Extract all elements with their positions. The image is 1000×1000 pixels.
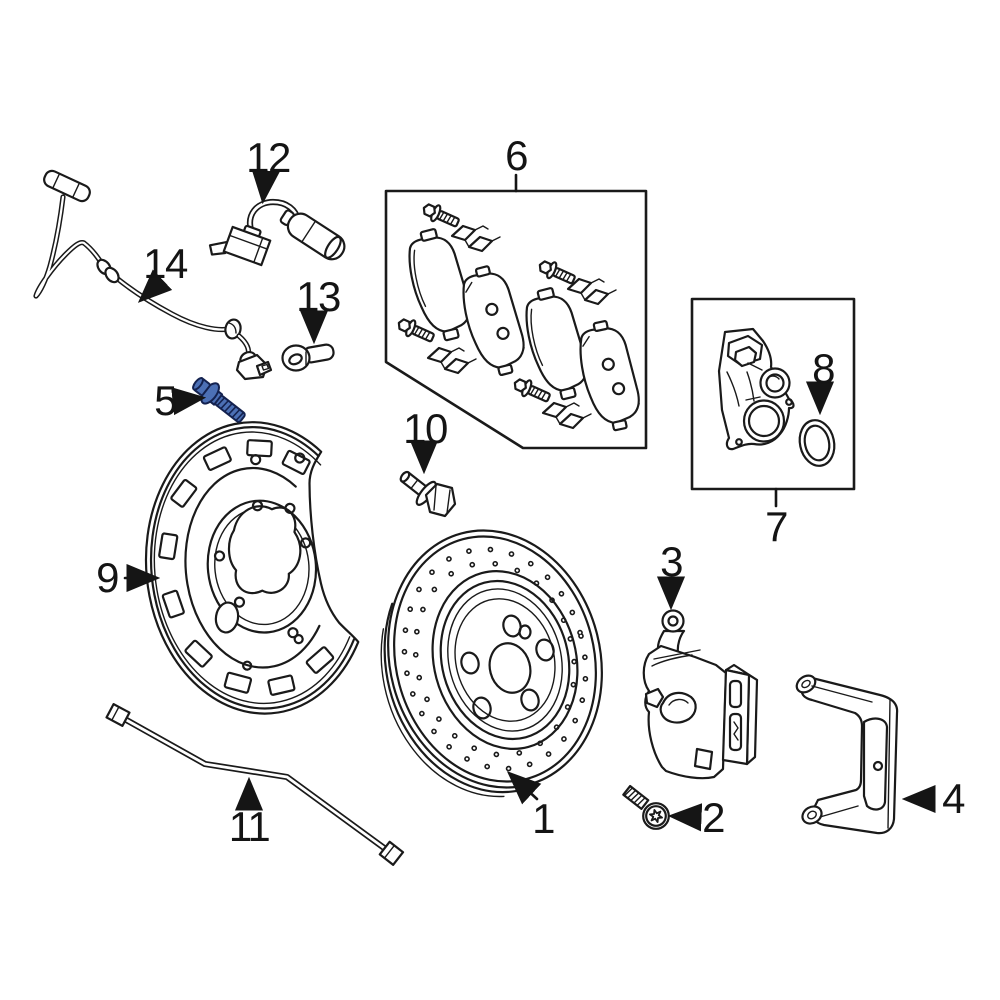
- part-14-abs-sensor-cable: [33, 169, 273, 381]
- part-1-brake-rotor: [380, 529, 603, 798]
- torx-star-icon: [649, 809, 663, 823]
- callout-7: 7: [765, 503, 788, 550]
- callout-2: 2: [702, 794, 725, 841]
- part-11-brake-line: [105, 703, 405, 866]
- part-10-hex-bolt: [399, 470, 457, 518]
- callout-leaders: [123, 169, 936, 832]
- callout-8: 8: [812, 345, 835, 392]
- callout-1: 1: [532, 795, 555, 842]
- shield-vent-slots: [158, 439, 335, 696]
- part-3-brake-caliper: [642, 609, 759, 780]
- callout-5: 5: [154, 377, 177, 424]
- rotor-center-bore: [488, 642, 532, 694]
- part-8-seal-ring: [798, 419, 836, 467]
- callout-11: 11: [228, 803, 271, 850]
- cable-grommet: [104, 266, 120, 284]
- callout-6: 6: [505, 132, 528, 179]
- part-2-set-screw: [622, 784, 670, 830]
- callout-13: 13: [296, 273, 341, 320]
- callout-4: 4: [942, 775, 965, 822]
- part-9-dust-shield: [144, 421, 360, 715]
- part-13-cable-clip: [281, 343, 335, 372]
- callout-14: 14: [143, 240, 188, 287]
- part-12-wear-sensor: [208, 198, 346, 267]
- callout-3: 3: [660, 538, 683, 585]
- callout-12: 12: [246, 134, 291, 181]
- cable-eyelet: [224, 318, 242, 340]
- part-6-pad-kit: [384, 189, 648, 450]
- cable-handle: [43, 169, 91, 203]
- part-5-highlighted-bolt: [192, 377, 246, 423]
- part-7-actuator: [690, 297, 856, 491]
- callout-9: 9: [96, 554, 119, 601]
- part-4-caliper-bracket: [795, 674, 899, 835]
- callout-10: 10: [403, 405, 448, 452]
